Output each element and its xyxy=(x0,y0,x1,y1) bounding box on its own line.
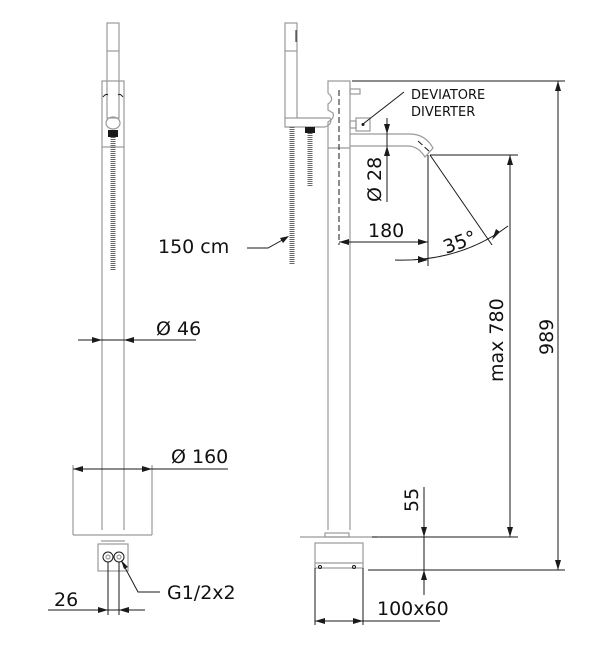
label-spout-angle: 35° xyxy=(440,227,479,259)
label-inlet-spacing: 26 xyxy=(54,589,78,611)
label-floor-offset: 55 xyxy=(401,488,423,512)
inlet-box-side xyxy=(314,542,364,569)
label-box-size: 100x60 xyxy=(377,598,449,620)
hand-shower-side xyxy=(284,22,298,119)
label-spout-diameter: Ø 28 xyxy=(364,157,386,202)
label-spout-reach: 180 xyxy=(368,220,404,242)
label-column-diameter: Ø 46 xyxy=(156,318,201,340)
lever xyxy=(349,88,361,95)
label-hose-length: 150 cm xyxy=(158,236,229,258)
label-total-height: 989 xyxy=(536,319,558,355)
diverter-leader xyxy=(362,91,405,125)
label-spout-height: max 780 xyxy=(486,298,508,382)
inlet-box xyxy=(97,543,129,572)
mixer-body xyxy=(327,80,351,149)
label-base-diameter: Ø 160 xyxy=(171,446,228,468)
angle-line xyxy=(429,154,493,246)
label-diverter-it: DEVIATORE xyxy=(411,88,485,103)
left-view xyxy=(48,22,289,615)
right-view xyxy=(284,22,565,625)
label-inlet-connection: G1/2x2 xyxy=(167,582,236,604)
hand-shower xyxy=(106,22,120,119)
spout xyxy=(350,133,434,158)
label-diverter-en: DIVERTER xyxy=(411,105,475,120)
